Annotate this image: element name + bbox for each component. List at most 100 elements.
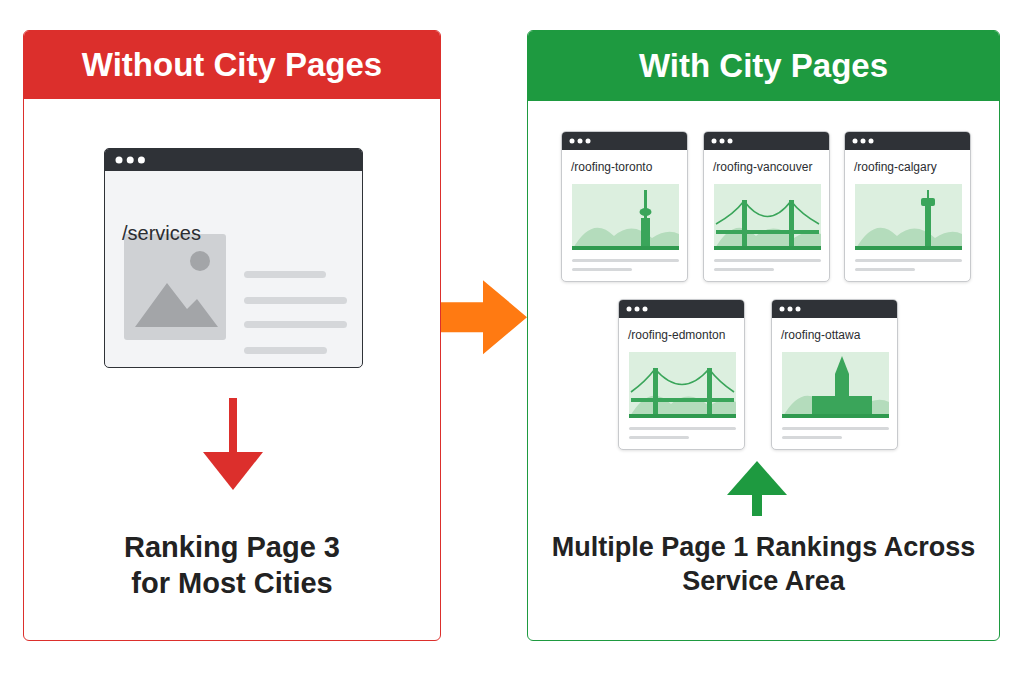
card-art (562, 132, 688, 282)
browser-dot (570, 139, 575, 144)
card-art (619, 300, 745, 450)
panel-title: Without City Pages (82, 46, 382, 84)
peace-tower-spire (835, 356, 849, 374)
text-line (855, 268, 915, 271)
bridge-cable (716, 201, 819, 224)
browser-bar (619, 300, 745, 318)
result-text: Ranking Page 3 for Most Cities (101, 529, 363, 602)
text-line (629, 427, 736, 430)
bridge-deck (716, 230, 819, 234)
city-image (855, 184, 962, 250)
browser-dot (869, 139, 874, 144)
city-image (572, 184, 679, 250)
browser-bar (105, 149, 363, 171)
text-line (244, 271, 326, 278)
result-area: Ranking Page 3 for Most Cities (24, 529, 440, 602)
ground-strip (714, 246, 821, 250)
mountain-icon (135, 283, 218, 327)
browser-bar (772, 300, 898, 318)
calgary-tower-spire (927, 190, 929, 199)
panel-header: Without City Pages (24, 31, 440, 99)
browser-dot (712, 139, 717, 144)
bridge-tower (707, 368, 712, 418)
text-line (855, 259, 962, 262)
ground-strip (572, 246, 679, 250)
bridge-deck (631, 398, 734, 402)
browser-dot (138, 157, 145, 164)
browser-dot (796, 307, 801, 312)
result-text: Multiple Page 1 Rankings Across Service … (544, 531, 984, 599)
city-page-card: /roofing-edmonton (618, 299, 745, 450)
cn-tower-base (641, 218, 650, 250)
card-art (772, 300, 898, 450)
city-page-card: /roofing-ottawa (771, 299, 898, 450)
text-line (714, 268, 774, 271)
text-line (782, 427, 889, 430)
text-line (629, 436, 689, 439)
page-url: /services (122, 222, 201, 245)
text-line (572, 268, 632, 271)
page-url: /roofing-calgary (854, 160, 937, 174)
browser-dot (780, 307, 785, 312)
text-line (244, 321, 347, 328)
up-arrow-head (727, 461, 787, 495)
browser-dot (627, 307, 632, 312)
ground-strip (629, 414, 736, 418)
browser-dot (643, 307, 648, 312)
page-url: /roofing-vancouver (713, 160, 812, 174)
text-line (782, 436, 842, 439)
browser-dot (861, 139, 866, 144)
bridge-tower (789, 200, 794, 250)
page-url: /roofing-edmonton (628, 328, 725, 342)
page-url: /roofing-toronto (571, 160, 652, 174)
bridge-tower (742, 200, 747, 250)
card-art (845, 132, 971, 282)
browser-dot (853, 139, 858, 144)
city-image (782, 352, 889, 418)
city-image (714, 184, 821, 250)
flow-arrow (441, 280, 527, 354)
city-image (629, 352, 736, 418)
text-line (714, 259, 821, 262)
comparison-panel: Without City PagesRanking Page 3 for Mos… (23, 30, 441, 641)
browser-bar (704, 132, 830, 150)
browser-dot (728, 139, 733, 144)
text-line (244, 347, 327, 354)
text-line (244, 297, 347, 304)
browser-bar (562, 132, 688, 150)
browser-dot (720, 139, 725, 144)
sun-icon (190, 251, 210, 271)
comparison-panel: With City PagesMultiple Page 1 Rankings … (527, 30, 1000, 641)
ground-strip (855, 246, 962, 250)
ground-strip (782, 414, 889, 418)
browser-window: /services (104, 148, 363, 368)
image-placeholder (124, 234, 226, 340)
hills (714, 228, 821, 250)
bridge-cable (631, 369, 734, 392)
browser-dot (788, 307, 793, 312)
city-page-card: /roofing-toronto (561, 131, 688, 282)
browser-dot (116, 157, 123, 164)
bridge-tower (653, 368, 658, 418)
browser-dot (586, 139, 591, 144)
panel-title: With City Pages (639, 47, 888, 85)
calgary-tower-top (921, 198, 935, 206)
browser-dot (578, 139, 583, 144)
hills (855, 228, 962, 250)
peace-tower (835, 374, 849, 418)
browser-art (105, 149, 363, 368)
city-page-card: /roofing-calgary (844, 131, 971, 282)
text-line (572, 259, 679, 262)
browser-dot (635, 307, 640, 312)
browser-dot (127, 157, 134, 164)
city-page-card: /roofing-vancouver (703, 131, 830, 282)
card-art (704, 132, 830, 282)
panel-header: With City Pages (528, 31, 999, 101)
up-arrow-shaft (752, 492, 762, 516)
result-area: Multiple Page 1 Rankings Across Service … (528, 531, 999, 599)
browser-bar (845, 132, 971, 150)
hills (629, 396, 736, 418)
hills (572, 228, 679, 250)
calgary-tower (925, 204, 931, 250)
cn-tower-pod (640, 208, 652, 216)
